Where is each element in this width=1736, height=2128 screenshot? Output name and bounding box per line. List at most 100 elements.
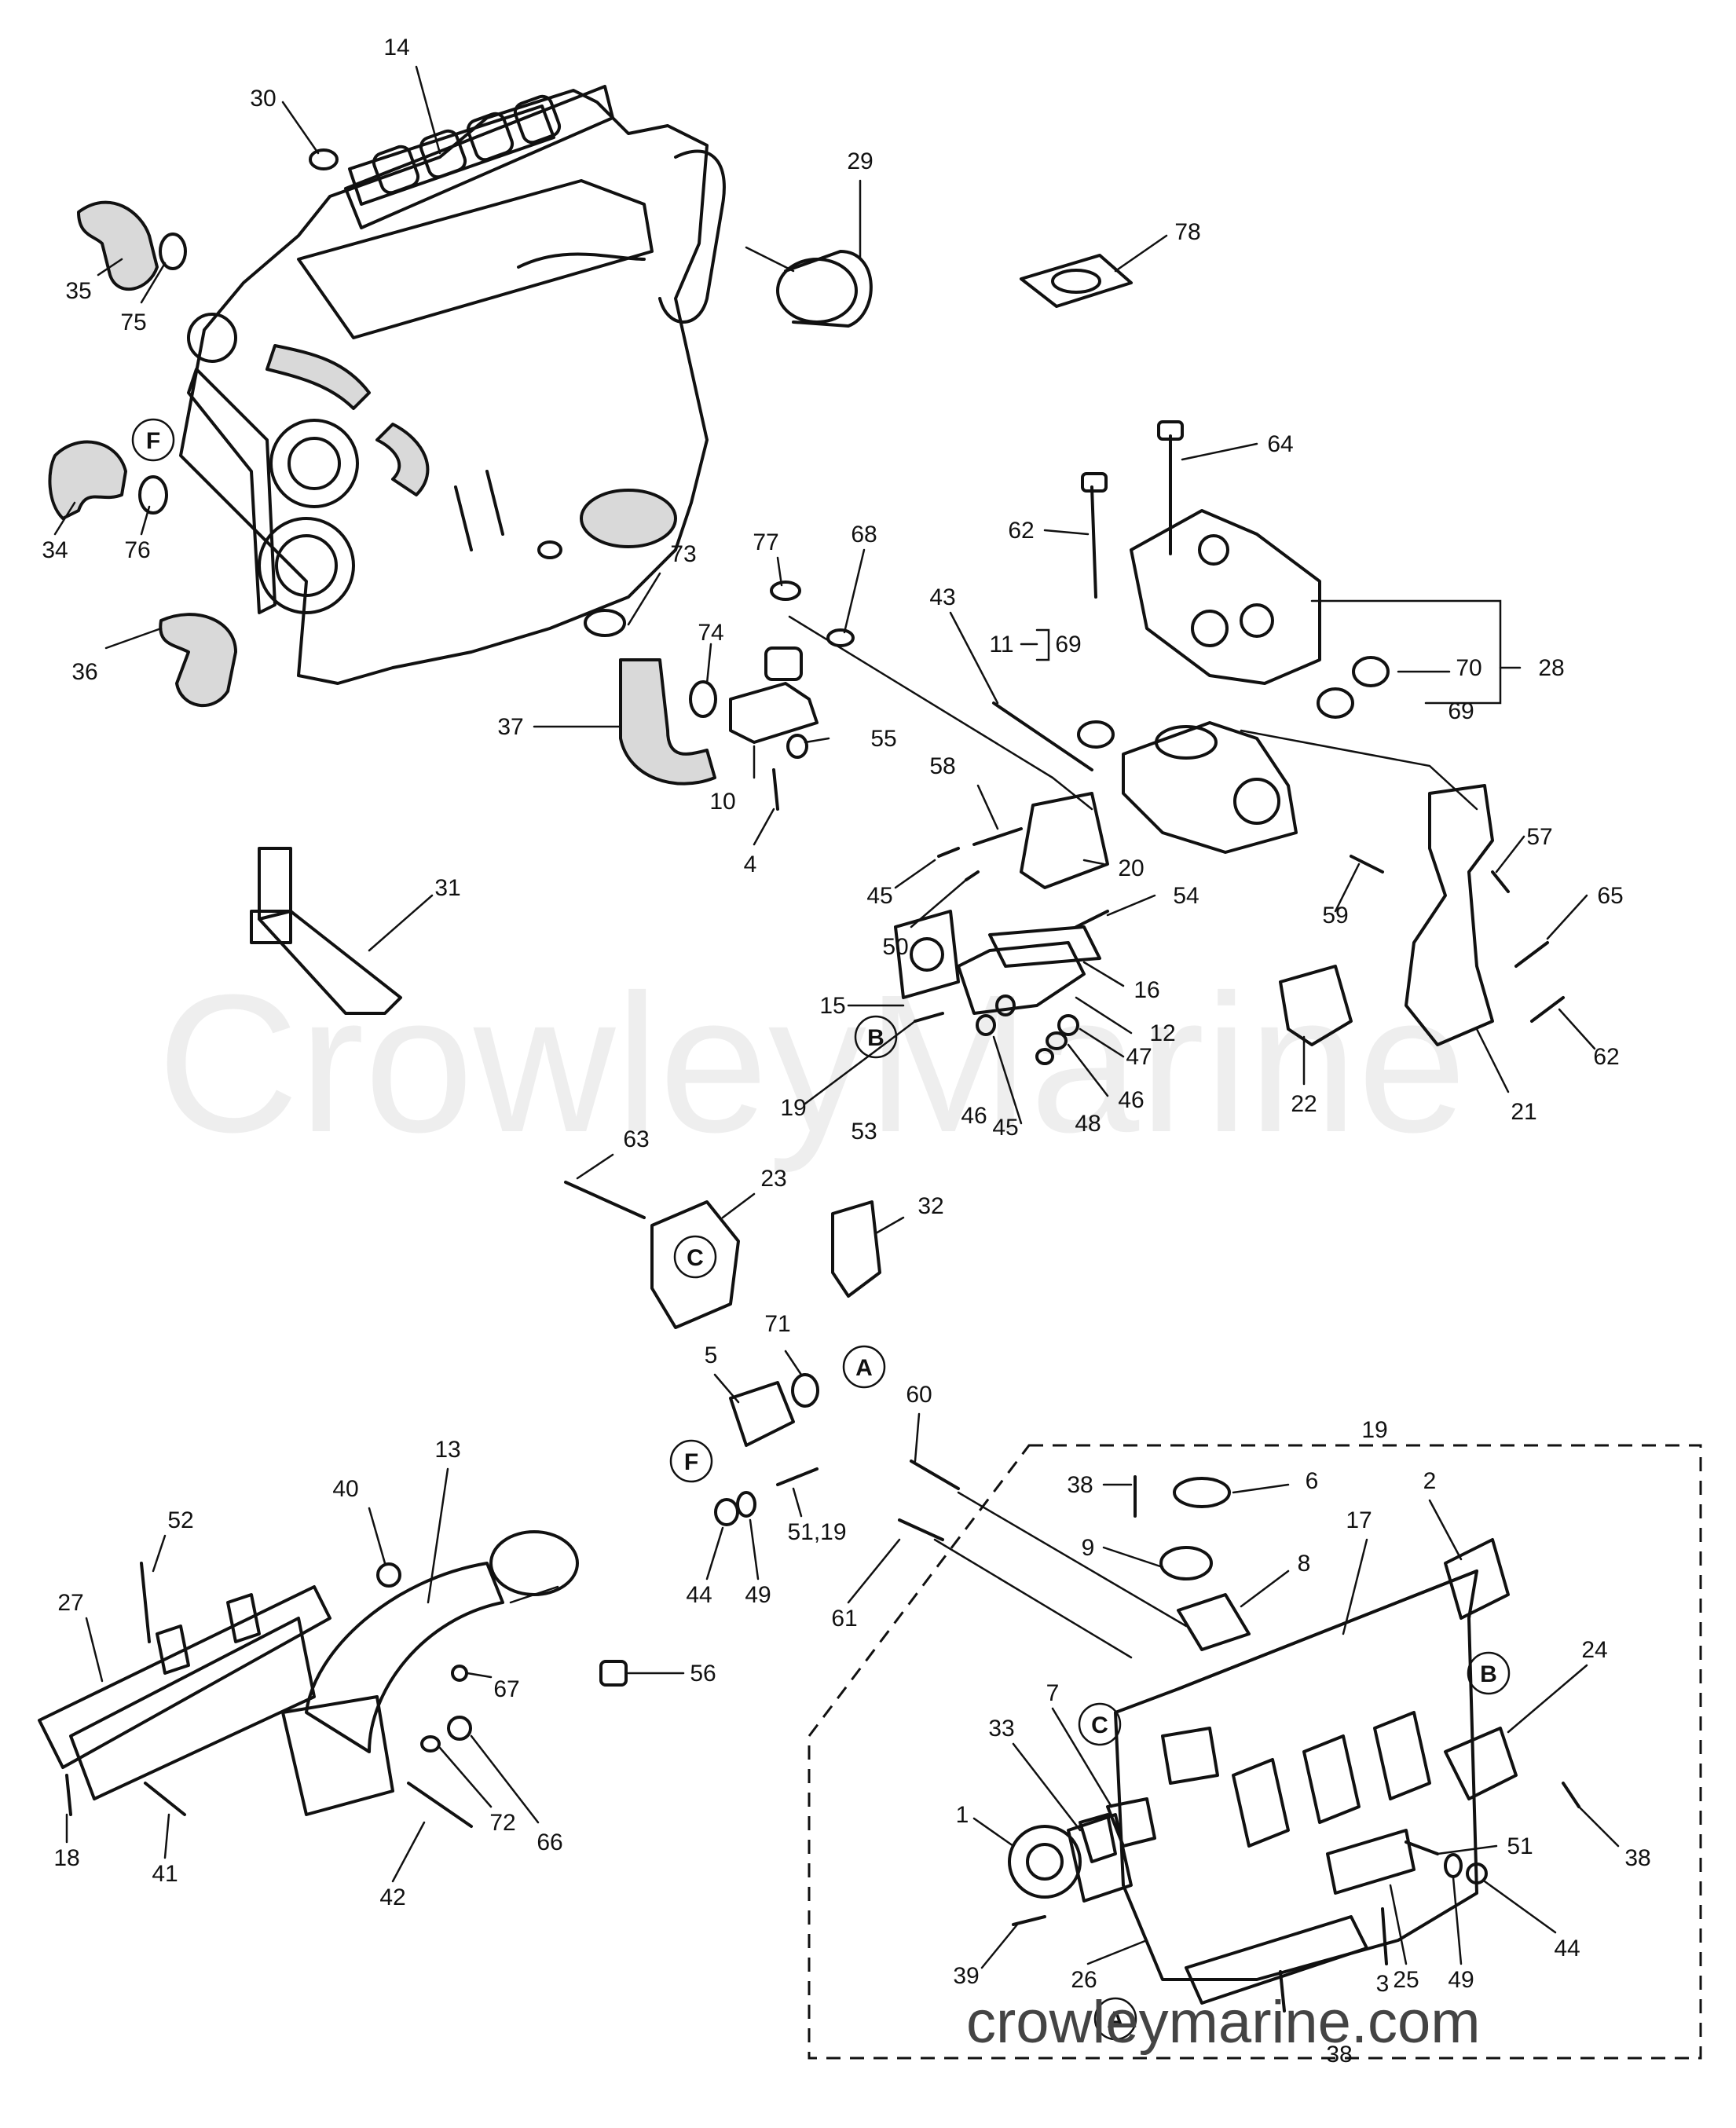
callout-52: 52 [167,1507,193,1533]
callout-10: 10 [709,789,735,815]
end-cover-2 [1444,1538,1510,1620]
clamp-74 [689,680,717,718]
flange-15-port [910,937,944,972]
callout-7: 7 [1046,1680,1060,1706]
callout-16: 16 [1134,977,1159,1003]
hose-clamp-75 [159,233,187,270]
callout-48: 48 [1075,1111,1101,1137]
callout-27: 27 [57,1590,83,1616]
screw-3 [1381,1907,1388,1965]
callout-24: 24 [1581,1637,1607,1663]
callout-51b: 51 [1507,1833,1533,1859]
callout-39: 39 [953,1963,979,1989]
callout-34: 34 [42,537,68,563]
gasket-78-hole [1051,269,1101,294]
callout-66: 66 [537,1829,562,1855]
callout-47: 47 [1126,1044,1152,1070]
callout-53: 53 [851,1119,877,1145]
seal-70 [1352,656,1390,687]
ref-letter-F2: F [684,1449,698,1475]
cover-plate-25 [1326,1829,1416,1895]
hose-37 [619,658,716,786]
ref-letter-F1: F [146,428,160,454]
alignment-line [933,1538,1133,1659]
fitting-56 [599,1660,628,1687]
bracket-21 [1405,784,1494,1046]
exhaust-manifold-gasket [348,104,555,206]
washer-48 [1035,1048,1054,1065]
callout-58: 58 [929,753,955,779]
screw-58 [972,827,1023,846]
callout-59: 59 [1322,903,1348,928]
bolt-43 [992,701,1093,771]
ref-letter-C1: C [687,1245,704,1271]
callout-72: 72 [489,1810,515,1836]
gasket-78 [1020,254,1133,308]
callout-70: 70 [1456,655,1481,681]
stud-52 [140,1562,151,1643]
callout-49a: 49 [745,1582,771,1608]
ref-letter-A2: A [1107,2007,1124,2033]
callout-68: 68 [851,522,877,548]
callout-5: 5 [705,1342,718,1368]
gasket-ring-30 [309,148,339,170]
seal-69a [1077,720,1115,749]
bolt-63 [564,1181,646,1219]
callout-31: 31 [434,875,460,901]
gasket-33 [1079,1813,1117,1863]
callout-37: 37 [497,714,523,740]
leader-lines [53,65,1620,1969]
callout-46a: 46 [1118,1087,1144,1113]
ref-letter-B2: B [1480,1661,1497,1687]
engine-block [179,85,726,685]
fitting-77-body [764,646,803,681]
callout-labels: 14 30 29 78 35 75 34 76 36 64 62 73 77 6… [42,35,1650,2068]
plug-67 [451,1665,468,1682]
screw-59 [1350,855,1384,874]
callout-69b: 69 [1448,698,1474,724]
callout-64: 64 [1267,431,1293,457]
callout-45b: 45 [992,1115,1018,1141]
callout-63: 63 [623,1126,649,1152]
callout-55: 55 [870,726,896,752]
callout-44a: 44 [686,1582,712,1608]
callout-35: 35 [65,278,91,304]
hose-36 [159,613,237,707]
screw-65 [1514,941,1549,968]
callout-29: 29 [847,148,873,174]
callout-20: 20 [1118,855,1144,881]
callout-4: 4 [744,852,757,877]
screw-62b [1530,996,1565,1023]
callout-22: 22 [1291,1091,1317,1117]
bracket-11 [1035,628,1050,661]
watermark-text: CrowleyMarine [157,954,1467,1173]
callout-67: 67 [493,1676,519,1702]
pressure-cap-6 [1173,1477,1231,1508]
filler-neck-9 [1159,1546,1213,1580]
callout-77: 77 [753,529,778,555]
alignment-line [509,1585,559,1604]
callout-38a: 38 [1067,1472,1093,1498]
callout-74: 74 [698,620,723,646]
gasket-26 [1185,1915,1368,2005]
nut-47 [1057,1014,1079,1036]
bracket-32 [831,1200,881,1298]
callout-3: 3 [1376,1971,1390,1997]
seal-69b [1317,687,1354,719]
callout-30: 30 [250,86,276,112]
callout-49b: 49 [1448,1967,1474,1993]
gasket-18 [65,1774,72,1816]
callout-19a: 19 [780,1095,806,1121]
callout-69a: 69 [1055,632,1081,657]
callout-60: 60 [906,1382,932,1408]
callout-41: 41 [152,1861,178,1887]
callout-50: 50 [882,934,908,960]
housing-12 [957,941,1086,1015]
callout-71: 71 [764,1311,790,1337]
bolt-60 [910,1460,960,1490]
bolt-61 [898,1518,944,1541]
reference-letter-labels: F B C A F C B A [146,428,1497,2033]
callout-42: 42 [379,1884,405,1910]
callout-15: 15 [819,993,845,1019]
bracket-20 [1020,792,1109,889]
